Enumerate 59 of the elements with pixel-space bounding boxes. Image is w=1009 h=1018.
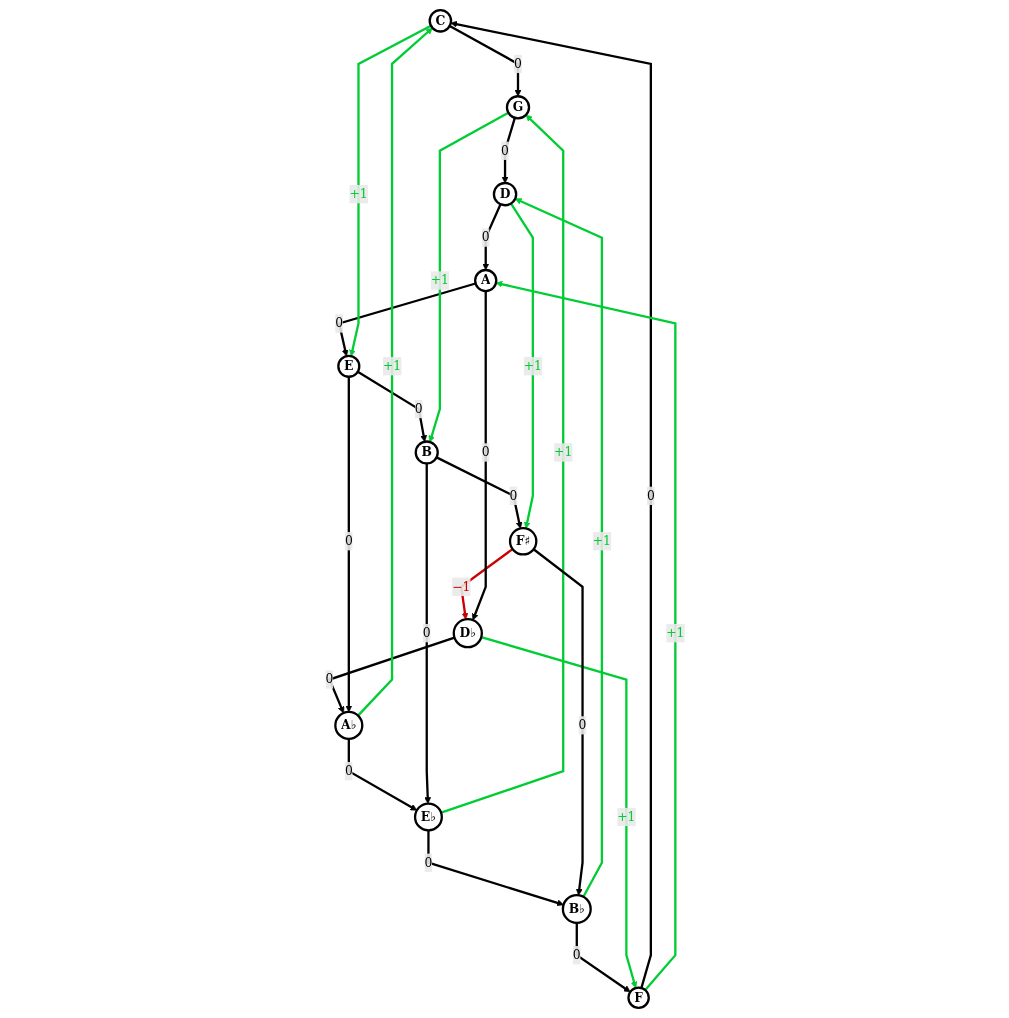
arrow <box>575 922 631 993</box>
edge-label: 0 <box>414 401 423 417</box>
edge-label: 0 <box>422 625 431 641</box>
arrow <box>347 738 417 811</box>
edge-label: 0 <box>481 229 490 245</box>
arrow <box>509 202 534 529</box>
arrow <box>481 203 502 271</box>
arrow <box>427 111 509 443</box>
node-circle: B <box>414 440 439 465</box>
node-circle: G <box>505 95 530 120</box>
arrow <box>435 456 522 529</box>
arrow <box>356 27 433 717</box>
arrow <box>480 636 637 989</box>
edge-label: 0 <box>344 533 353 549</box>
node-circle: F <box>626 986 650 1009</box>
edge-label: 0 <box>578 717 586 733</box>
edge-label: +1 <box>382 358 401 374</box>
node-circle: D♭ <box>452 618 483 649</box>
arrow <box>344 376 352 713</box>
edge-label: 0 <box>334 315 343 331</box>
edge-label: −1 <box>451 579 470 594</box>
edge-label: 0 <box>424 854 432 870</box>
arrow <box>459 548 513 620</box>
arrow <box>471 291 487 621</box>
edge-label: +1 <box>616 809 635 824</box>
arrow <box>501 117 516 184</box>
arrow <box>514 198 603 898</box>
edge-label: +1 <box>430 272 449 288</box>
node-circle: E♭ <box>413 802 443 832</box>
arrow <box>423 463 431 804</box>
edge-label: 0 <box>572 947 581 963</box>
arrow <box>337 282 476 357</box>
edge-label: 0 <box>344 763 353 779</box>
edge-label: +1 <box>348 186 368 202</box>
node-circle: D <box>492 181 517 207</box>
node-circle: C <box>428 9 452 33</box>
node-circle: E <box>336 354 360 378</box>
arrow <box>448 25 521 97</box>
edge-label: +1 <box>665 625 684 641</box>
node-circle: B♭ <box>561 893 592 924</box>
edge-label: 0 <box>481 444 490 460</box>
arrow <box>327 636 455 714</box>
node-circle: F♯ <box>508 527 537 556</box>
edge-label: 0 <box>646 488 655 503</box>
edge-label: +1 <box>553 444 572 460</box>
edge-label: 0 <box>500 142 509 158</box>
arrow <box>495 280 676 991</box>
node-circle: A♭ <box>333 710 363 740</box>
edge-label: 0 <box>325 671 333 687</box>
edge-label: +1 <box>592 533 611 549</box>
arrow <box>426 830 564 907</box>
arrow <box>532 548 584 896</box>
arrow <box>356 370 427 442</box>
edge-label: 0 <box>513 56 522 71</box>
node-circle: A <box>473 268 497 293</box>
arrow <box>348 24 431 357</box>
arrow <box>440 114 564 814</box>
edge-label: +1 <box>523 358 542 374</box>
edge-label: 0 <box>509 488 517 503</box>
